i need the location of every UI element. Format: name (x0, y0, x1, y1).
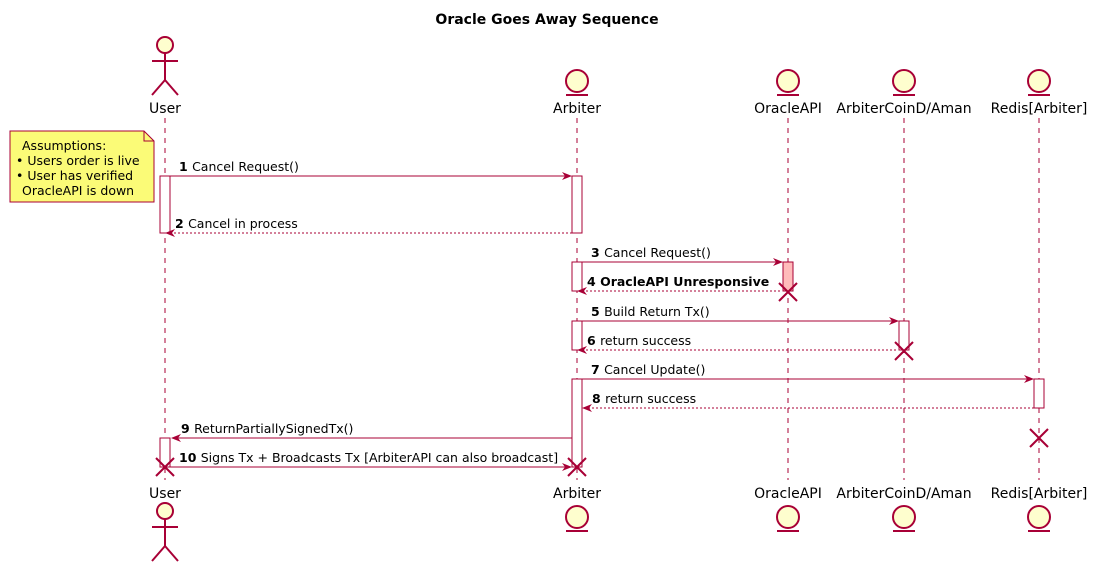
message-label: 1 Cancel Request() (179, 159, 299, 174)
message-label: 6 return success (587, 333, 691, 348)
destroy-x-icon (155, 457, 175, 477)
entity-icon (1027, 505, 1051, 529)
participant-label: Redis[Arbiter] (991, 486, 1088, 502)
message-label: 8 return success (592, 391, 696, 406)
participant-user-bottom: User (149, 486, 181, 562)
assumptions-note: Assumptions:• Users order is live• User … (9, 130, 155, 203)
destroy-x-icon (894, 341, 914, 361)
message-label: 9 ReturnPartiallySignedTx() (181, 421, 353, 436)
entity-icon (565, 69, 589, 93)
entity-icon (776, 69, 800, 93)
message-label: 3 Cancel Request() (591, 245, 711, 260)
participant-arbiter-bottom: Arbiter (553, 486, 601, 532)
message-8: 8 return success (582, 391, 1034, 412)
activation-bar-arbiter (571, 175, 583, 234)
message-label: 10 Signs Tx + Broadcasts Tx [ArbiterAPI … (179, 450, 558, 465)
note-line: • Users order is live (16, 153, 140, 168)
participant-oracle-top: OracleAPI (754, 69, 822, 117)
message-1: 1 Cancel Request() (170, 159, 572, 180)
actor-head-icon (156, 502, 174, 520)
destroy-x-icon (567, 457, 587, 477)
message-4: 4 OracleAPI Unresponsive (577, 274, 780, 295)
participant-user-top: User (149, 36, 181, 117)
destroy-x-icon (778, 282, 798, 302)
entity-icon (776, 505, 800, 529)
participant-arbiter-top: Arbiter (553, 69, 601, 117)
note-line: OracleAPI is down (22, 183, 134, 198)
message-label: 4 OracleAPI Unresponsive (587, 274, 769, 289)
note-line: Assumptions: (22, 138, 106, 153)
message-label: 2 Cancel in process (175, 216, 298, 231)
activation-bar-oracle (782, 261, 794, 292)
destroy-x-icon (1029, 428, 1049, 448)
activation-bar-arbiter (571, 378, 583, 468)
message-6: 6 return success (577, 333, 896, 354)
participant-label: Redis[Arbiter] (991, 101, 1088, 117)
activation-bar-coind (898, 320, 910, 351)
message-7: 7 Cancel Update() (582, 362, 1034, 383)
entity-icon (892, 505, 916, 529)
message-5: 5 Build Return Tx() (582, 304, 899, 325)
participant-redis-bottom: Redis[Arbiter] (991, 486, 1088, 532)
participant-label: User (149, 101, 181, 117)
entity-icon (892, 69, 916, 93)
participant-oracle-bottom: OracleAPI (754, 486, 822, 532)
participant-label: OracleAPI (754, 486, 822, 502)
message-label: 7 Cancel Update() (591, 362, 705, 377)
note-line: • User has verified (16, 168, 133, 183)
participant-label: User (149, 486, 181, 502)
entity-icon (565, 505, 589, 529)
participant-label: ArbiterCoinD/Aman (836, 486, 971, 502)
message-10: 10 Signs Tx + Broadcasts Tx [ArbiterAPI … (170, 450, 572, 471)
participant-label: Arbiter (553, 486, 601, 502)
participant-label: ArbiterCoinD/Aman (836, 101, 971, 117)
participant-label: Arbiter (553, 101, 601, 117)
message-9: 9 ReturnPartiallySignedTx() (171, 421, 572, 442)
participant-redis-top: Redis[Arbiter] (991, 69, 1088, 117)
participant-coind-bottom: ArbiterCoinD/Aman (836, 486, 972, 532)
activation-bar-arbiter (571, 261, 583, 292)
message-3: 3 Cancel Request() (582, 245, 783, 266)
message-label: 5 Build Return Tx() (591, 304, 710, 319)
activation-bar-user (159, 175, 171, 234)
message-2: 2 Cancel in process (165, 216, 572, 237)
diagram-title: Oracle Goes Away Sequence (435, 12, 658, 28)
entity-icon (1027, 69, 1051, 93)
actor-head-icon (156, 36, 174, 54)
participant-coind-top: ArbiterCoinD/Aman (836, 69, 972, 117)
participant-label: OracleAPI (754, 101, 822, 117)
activation-bar-arbiter (571, 320, 583, 351)
activation-bar-redis (1033, 378, 1045, 409)
